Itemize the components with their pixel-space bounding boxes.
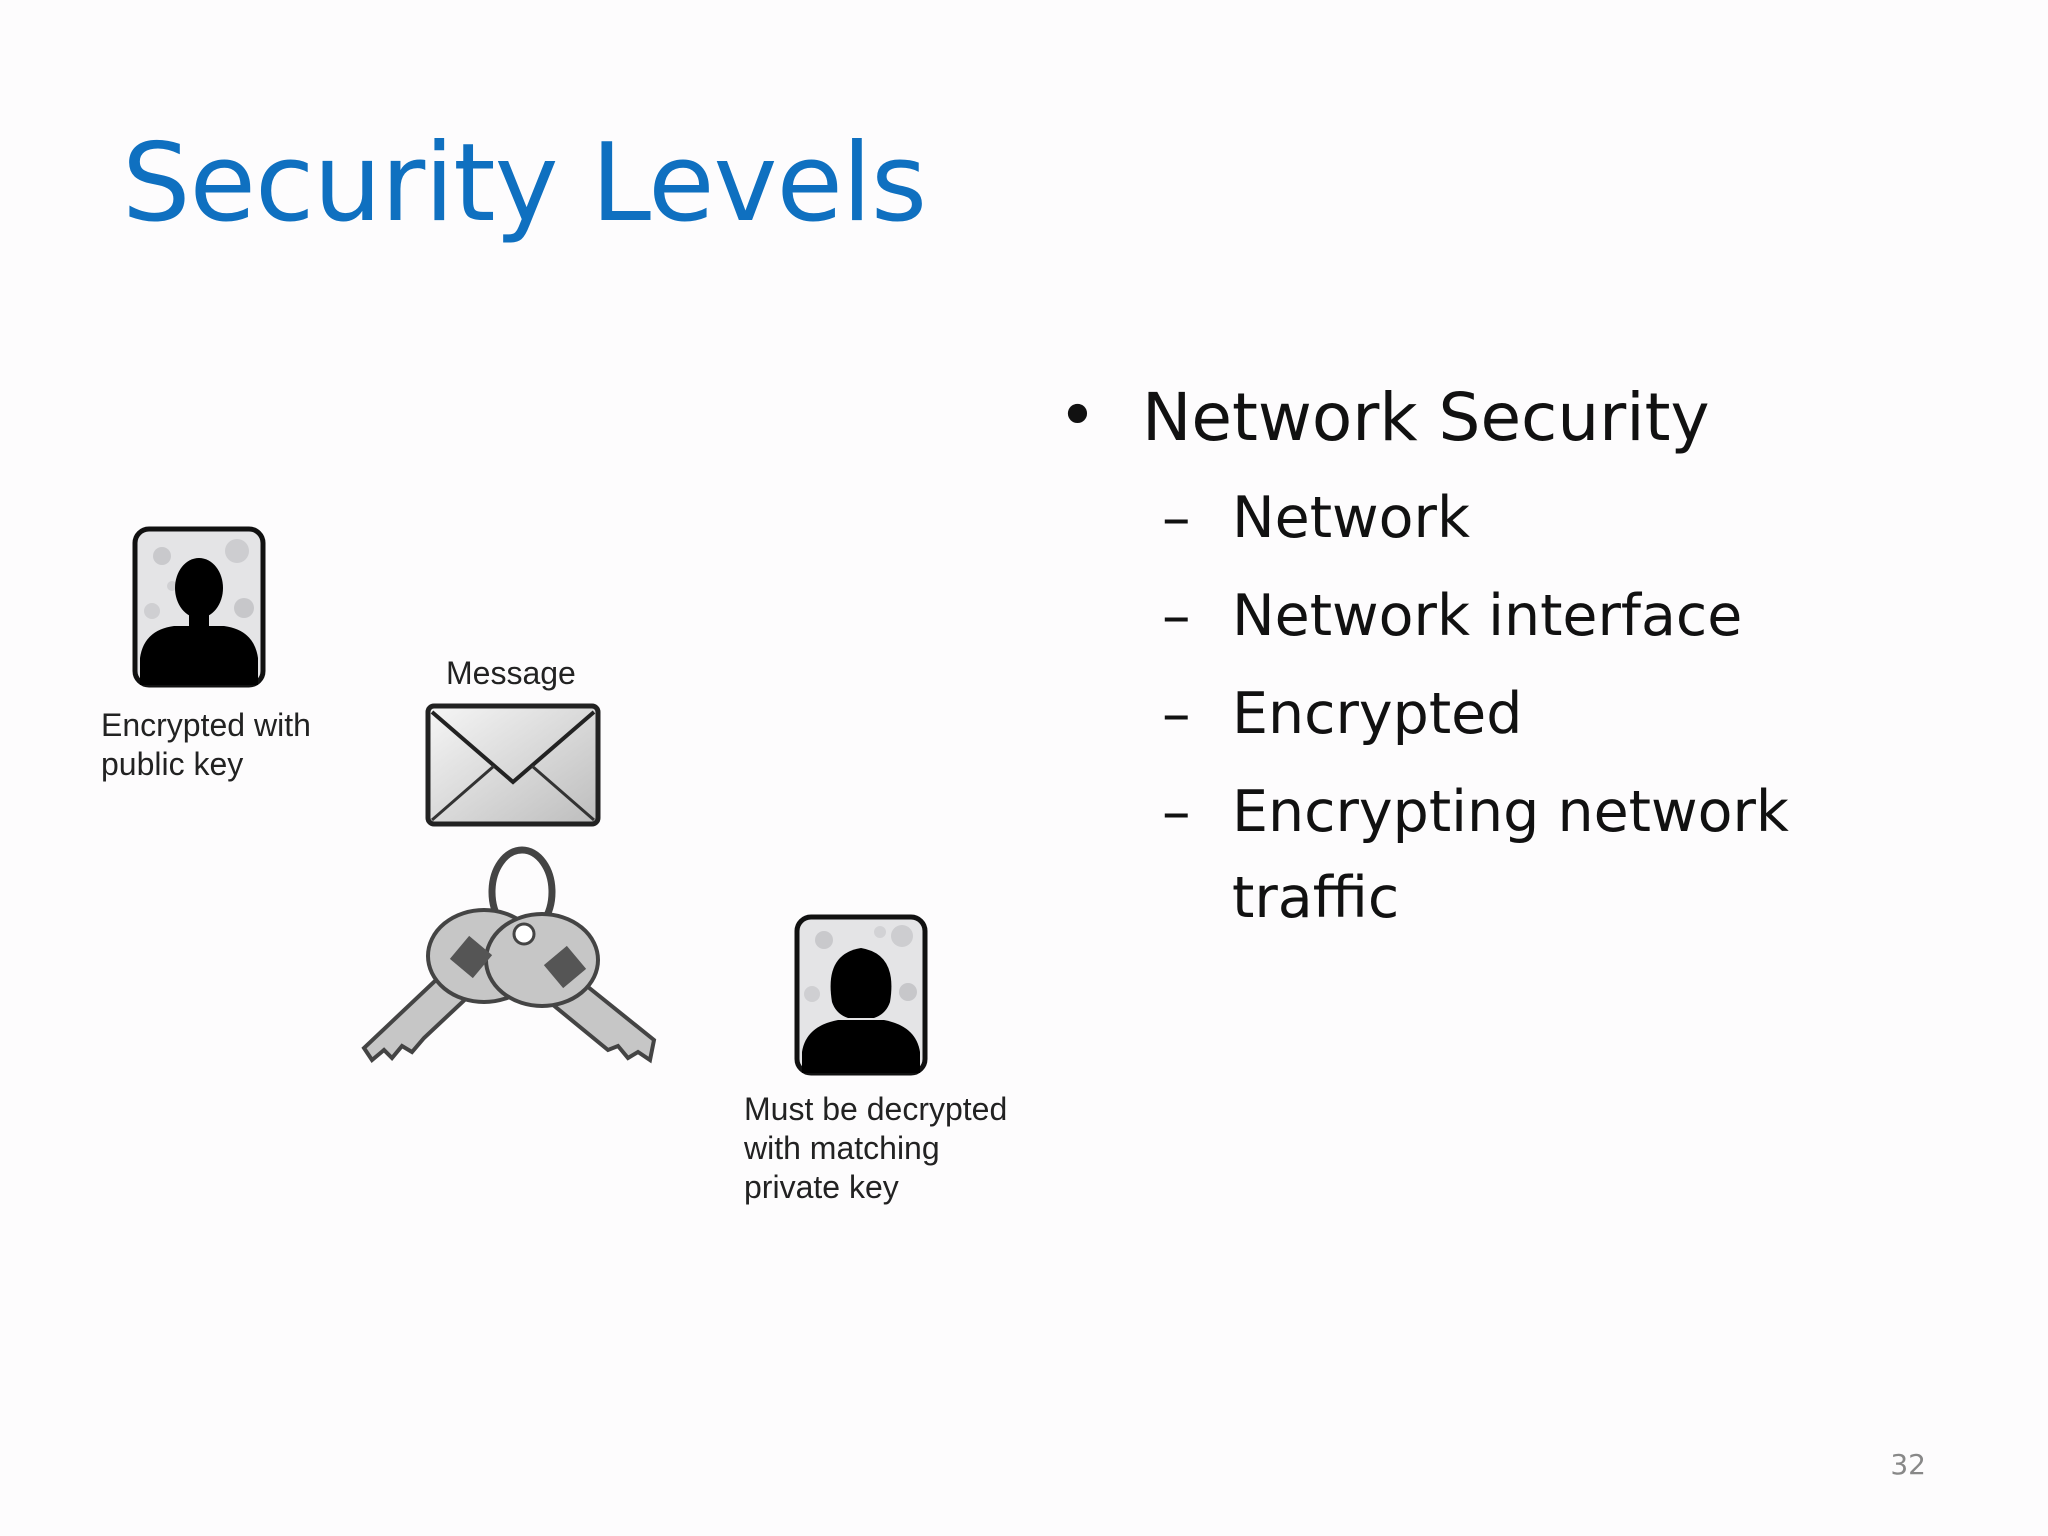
- envelope-icon: [425, 703, 601, 827]
- sub-bullet-item: – Network: [1058, 475, 1958, 561]
- keys-icon: [361, 846, 657, 1064]
- message-label: Message: [446, 655, 576, 691]
- sub-bullet-list: – Network – Network interface – Encrypte…: [1058, 475, 1958, 941]
- sub-bullet-item: – Encrypting network traffic: [1058, 769, 1958, 941]
- sub-bullet-text: Encrypted: [1232, 681, 1523, 748]
- dash-icon: –: [1162, 583, 1191, 650]
- sub-bullet-item: – Encrypted: [1058, 671, 1958, 757]
- bullet-text: Network Security: [1142, 379, 1710, 456]
- male-avatar-icon: [132, 526, 266, 688]
- receiver-label: Must be decrypted with matching private …: [744, 1091, 1008, 1205]
- dash-icon: –: [1162, 681, 1191, 748]
- slide-title: Security Levels: [122, 121, 927, 246]
- dash-icon: –: [1162, 779, 1191, 846]
- sub-bullet-text: Encrypting network traffic: [1232, 779, 1789, 932]
- bullet-dot-icon: •: [1058, 377, 1097, 454]
- dash-icon: –: [1162, 485, 1191, 552]
- page-number: 32: [1890, 1448, 1926, 1481]
- female-avatar-icon: [794, 914, 928, 1076]
- sub-bullet-text: Network: [1232, 485, 1470, 552]
- sub-bullet-text: Network interface: [1232, 583, 1743, 650]
- bullet-list: • Network Security – Network – Network i…: [1058, 377, 1958, 953]
- sender-label: Encrypted with public key: [101, 707, 311, 782]
- sub-bullet-item: – Network interface: [1058, 573, 1958, 659]
- bullet-item: • Network Security: [1058, 377, 1958, 457]
